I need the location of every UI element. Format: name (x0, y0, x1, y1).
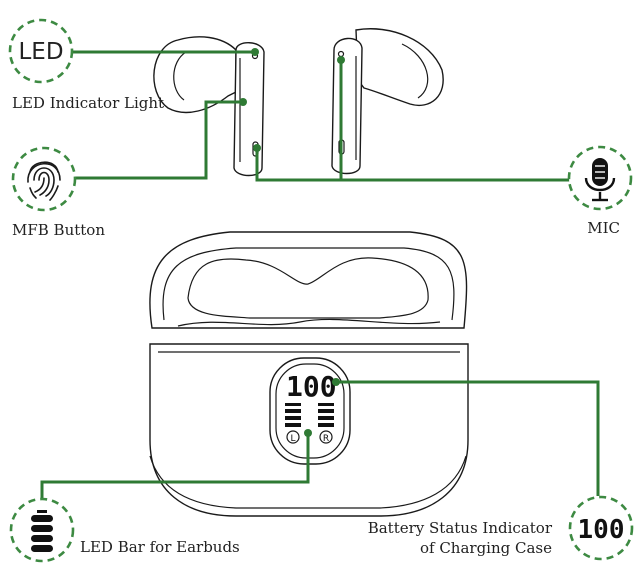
left-earbud-battery-bars (285, 403, 301, 427)
right-earbud-battery-bars (318, 403, 334, 427)
microphone-icon (567, 145, 633, 211)
callout-lines (40, 48, 600, 500)
right-mark: R (323, 434, 329, 444)
mic-label: MIC (587, 219, 620, 237)
left-mark: L (290, 434, 295, 444)
fingerprint-icon (11, 146, 77, 212)
left-earbud (153, 36, 265, 177)
mfb-button-label: MFB Button (12, 221, 105, 239)
led-bar-label: LED Bar for Earbuds (80, 538, 240, 556)
case-display-percentage: 100 (286, 370, 337, 403)
digit-display-icon-text: 100 (578, 515, 625, 545)
battery-bars-icon (9, 497, 75, 563)
right-earbud (331, 28, 444, 175)
battery-status-label-line2: of Charging Case (420, 539, 552, 557)
digit-display-icon: 100 (568, 495, 634, 561)
led-icon: LED (8, 18, 74, 84)
battery-status-label-line1: Battery Status Indicator (368, 519, 553, 537)
led-icon-text: LED (18, 39, 63, 65)
led-indicator-label: LED Indicator Light (12, 94, 164, 112)
